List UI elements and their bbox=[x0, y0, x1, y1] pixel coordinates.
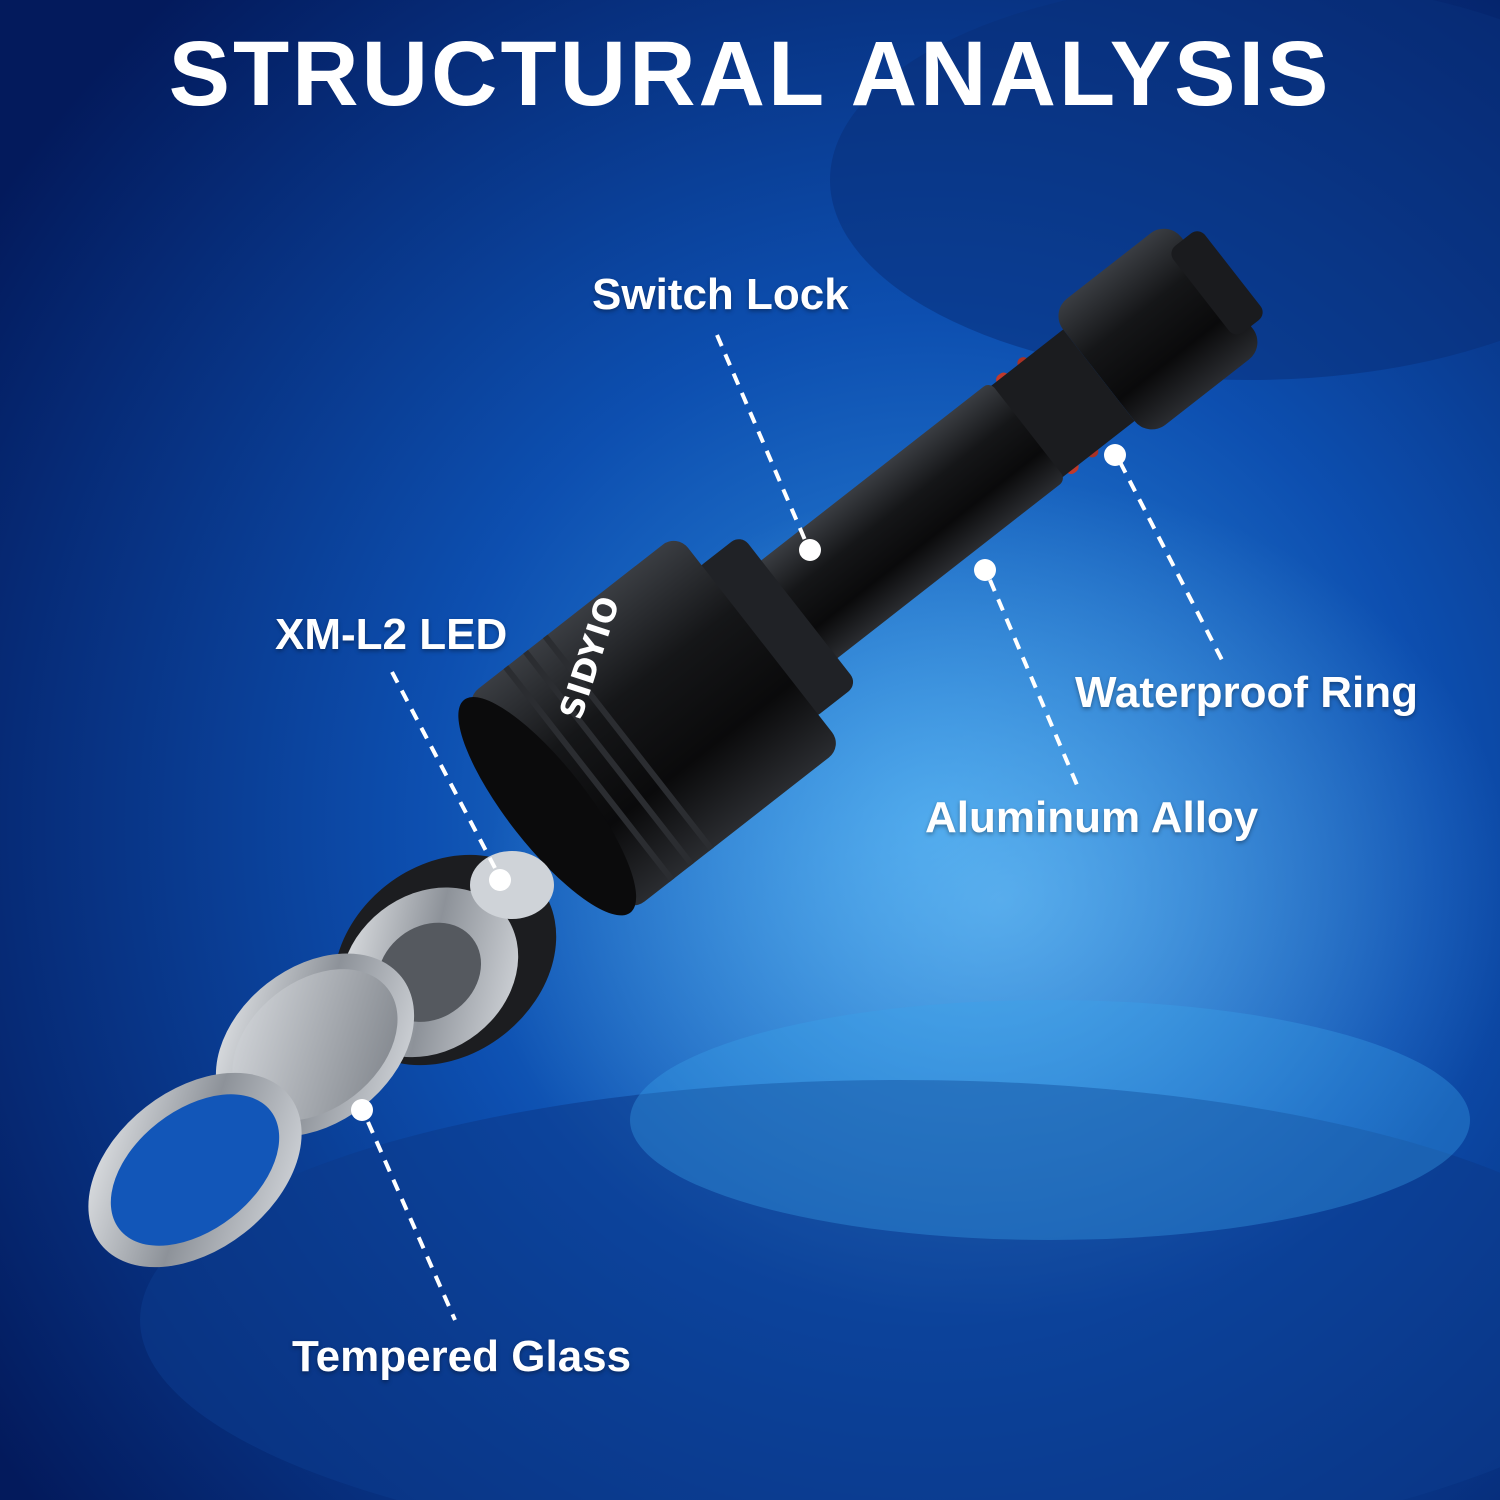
page-title: STRUCTURAL ANALYSIS bbox=[168, 23, 1332, 125]
callout-dot-glass bbox=[351, 1099, 373, 1121]
retaining-ring bbox=[88, 1072, 302, 1268]
head-groove-2 bbox=[523, 649, 695, 867]
callout-dot-waterproof-ring bbox=[1104, 444, 1126, 466]
label-aluminum-alloy: Aluminum Alloy bbox=[925, 793, 1259, 842]
thread-section bbox=[984, 329, 1135, 483]
cave-rock-top bbox=[830, 0, 1500, 380]
flashlight bbox=[458, 228, 1263, 916]
head-groove-1 bbox=[503, 665, 675, 882]
callout-dot-aluminum-alloy bbox=[974, 559, 996, 581]
callout-dot-led bbox=[489, 869, 511, 891]
barrel bbox=[756, 385, 1063, 662]
switch-lock-ring bbox=[698, 539, 854, 717]
seabed-rock-light bbox=[630, 1000, 1470, 1240]
tail-cap-slot bbox=[1171, 231, 1263, 335]
led-module bbox=[470, 851, 554, 919]
head-groove-3 bbox=[542, 634, 714, 852]
label-switch-lock: Switch Lock bbox=[592, 270, 849, 319]
leader-line-glass bbox=[366, 1121, 457, 1321]
label-waterproof-ring: Waterproof Ring bbox=[1075, 668, 1418, 717]
label-xm-l2-led: XM-L2 LED bbox=[275, 610, 508, 659]
head-opening bbox=[458, 697, 637, 916]
leader-line-switch-lock bbox=[715, 334, 807, 541]
seabed-rock bbox=[140, 1080, 1500, 1500]
callout-dot-switch-lock bbox=[799, 539, 821, 561]
leader-line-aluminum-alloy bbox=[988, 579, 1079, 786]
leader-line-waterproof-ring bbox=[1118, 461, 1224, 661]
leader-line-led bbox=[390, 671, 497, 869]
label-tempered-glass: Tempered Glass bbox=[292, 1332, 632, 1381]
